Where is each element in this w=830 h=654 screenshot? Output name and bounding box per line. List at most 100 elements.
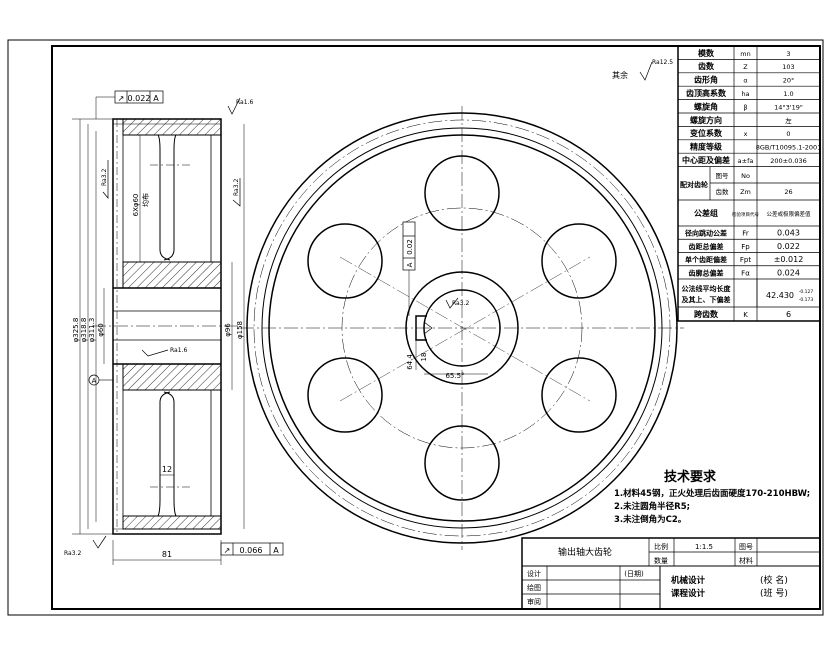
dim-keyway-depth: 64.4 [406,354,414,370]
param-label: 齿数 [698,61,715,71]
param-value: 200±0.036 [770,157,806,165]
dim-web-1: φ96 [224,323,232,337]
front-view [240,106,684,550]
param-value: 1.0 [783,90,793,98]
roughness-keyway: Ra3.2 [452,300,469,307]
scale-value: 1:1.5 [695,543,713,551]
param-label: 变位系数 [690,128,723,138]
common-normal-lower: -0.173 [799,297,814,303]
param-symbol: α [743,77,747,85]
drawing-no-label: 图号 [739,543,753,551]
roughness-other-label: 其余 [612,70,628,80]
dim-outer: φ325.8 [72,318,80,343]
param-value: 左 [785,116,792,125]
hole-6 [307,223,383,299]
tolerance-label: 径向跳动公差 [685,229,727,238]
tol-sym-datum: A [406,262,414,267]
course-1: 机械设计 [671,575,706,586]
title-block [521,537,821,610]
dim-bore: φ60 [97,323,105,337]
material-label: 材料 [739,556,753,565]
roughness-bottom: Ra3.2 [64,550,81,557]
reviewed-label: 审阅 [527,597,541,606]
school-1: (校 名) [760,574,788,586]
roughness-left: Ra3.2 [101,169,108,186]
date-label: (日期) [624,570,644,578]
dim-web-2: φ158 [236,321,244,339]
param-symbol: a±fa [738,157,754,165]
roughness-right: Ra3.2 [233,179,240,196]
tol-runout-bottom: 0.066 [240,546,263,555]
param-symbol: β [743,103,747,111]
roughness-other-value: Ra12.5 [652,59,673,66]
scale-label: 比例 [654,542,668,551]
common-normal-value: 42.430 [766,291,794,300]
param-label: 螺旋方向 [690,115,722,125]
dim-holes-note: 均布 [141,193,150,207]
dim-angle: 65.5° [445,372,464,380]
mating-drawing-no-label: 图号 [716,172,730,180]
drawn-label: 设计 [527,569,541,578]
datum-label: A [92,377,97,385]
qty-label: 数量 [654,556,668,565]
tol-sym: 0.02 [406,239,414,255]
roughness-hub: Ra1.6 [170,347,187,354]
param-label: 螺旋角 [694,101,718,111]
tolerance-value: ±0.012 [774,255,804,264]
tol-runout-top-datum: A [153,94,159,103]
tolerance-col-b: 公差或极限偏差值 [766,210,811,218]
param-label: 齿顶高系数 [686,88,727,98]
school-2: (班 号) [760,587,788,599]
hole-3 [541,357,617,433]
side-view [72,61,653,565]
param-label: 齿形角 [694,75,718,85]
tolerance-symbol: Fp [741,243,750,251]
tech-item-1: 1.材料45钢，正火处理后齿面硬度170-210HBW; [614,488,810,499]
param-value: 103 [782,63,794,71]
param-symbol: x [744,130,748,138]
tol-runout-top: 0.022 [128,94,151,103]
tolerance-label: 齿廓总偏差 [689,268,724,277]
tolerance-col-a: 检验项目代号 [732,211,759,218]
param-symbol: ha [741,90,749,98]
mating-teeth-sym: Zm [740,188,751,196]
tolerance-symbol: Fα [741,269,750,277]
mating-label: 配对齿轮 [680,180,708,189]
tol-runout-top-symbol: ↗ [118,94,125,103]
dim-holes: 6Xφ60 [132,194,140,217]
param-label: 模数 [698,48,715,58]
tech-item-2: 2.未注圆角半径R5; [614,501,690,512]
dim-hub: 12 [162,465,172,474]
span-teeth-symbol: K [743,311,748,319]
part-name: 输出轴大齿轮 [558,546,612,558]
param-table [677,45,821,322]
dim-pitch: φ318.8 [80,318,88,343]
tech-title: 技术要求 [664,469,717,485]
param-value: 8GB/T10095.1-2001 [756,144,822,152]
param-value: 0 [786,130,790,138]
common-normal-label-2: 及其上、下偏差 [682,295,731,304]
tolerance-symbol: Fr [742,230,749,238]
param-label: 中心距及偏差 [682,155,730,165]
span-teeth-value: 6 [786,310,791,319]
dim-keyway-width: 18 [420,353,428,362]
param-symbol: Z [743,63,748,71]
param-value: 20° [783,77,795,85]
inner-frame [51,45,821,610]
tech-item-3: 3.未注倒角为C2。 [614,514,686,525]
checked-label: 绘图 [527,583,541,592]
param-value: 14°3'19" [774,103,803,111]
tol-runout-bottom-symbol: ↗ [224,546,231,555]
hole-5 [307,357,383,433]
tolerance-label: 单个齿距偏差 [685,255,727,264]
tolerance-symbol: Fpt [740,256,751,264]
roughness-top: Ra1.6 [236,99,253,106]
tolerance-label: 齿距总偏差 [689,242,724,251]
span-teeth-label: 跨齿数 [694,309,719,319]
course-2: 课程设计 [671,588,706,599]
dim-root: φ311.3 [88,318,96,343]
tolerance-value: 0.024 [777,268,800,277]
tolerance-group-label: 公差组 [694,208,718,218]
